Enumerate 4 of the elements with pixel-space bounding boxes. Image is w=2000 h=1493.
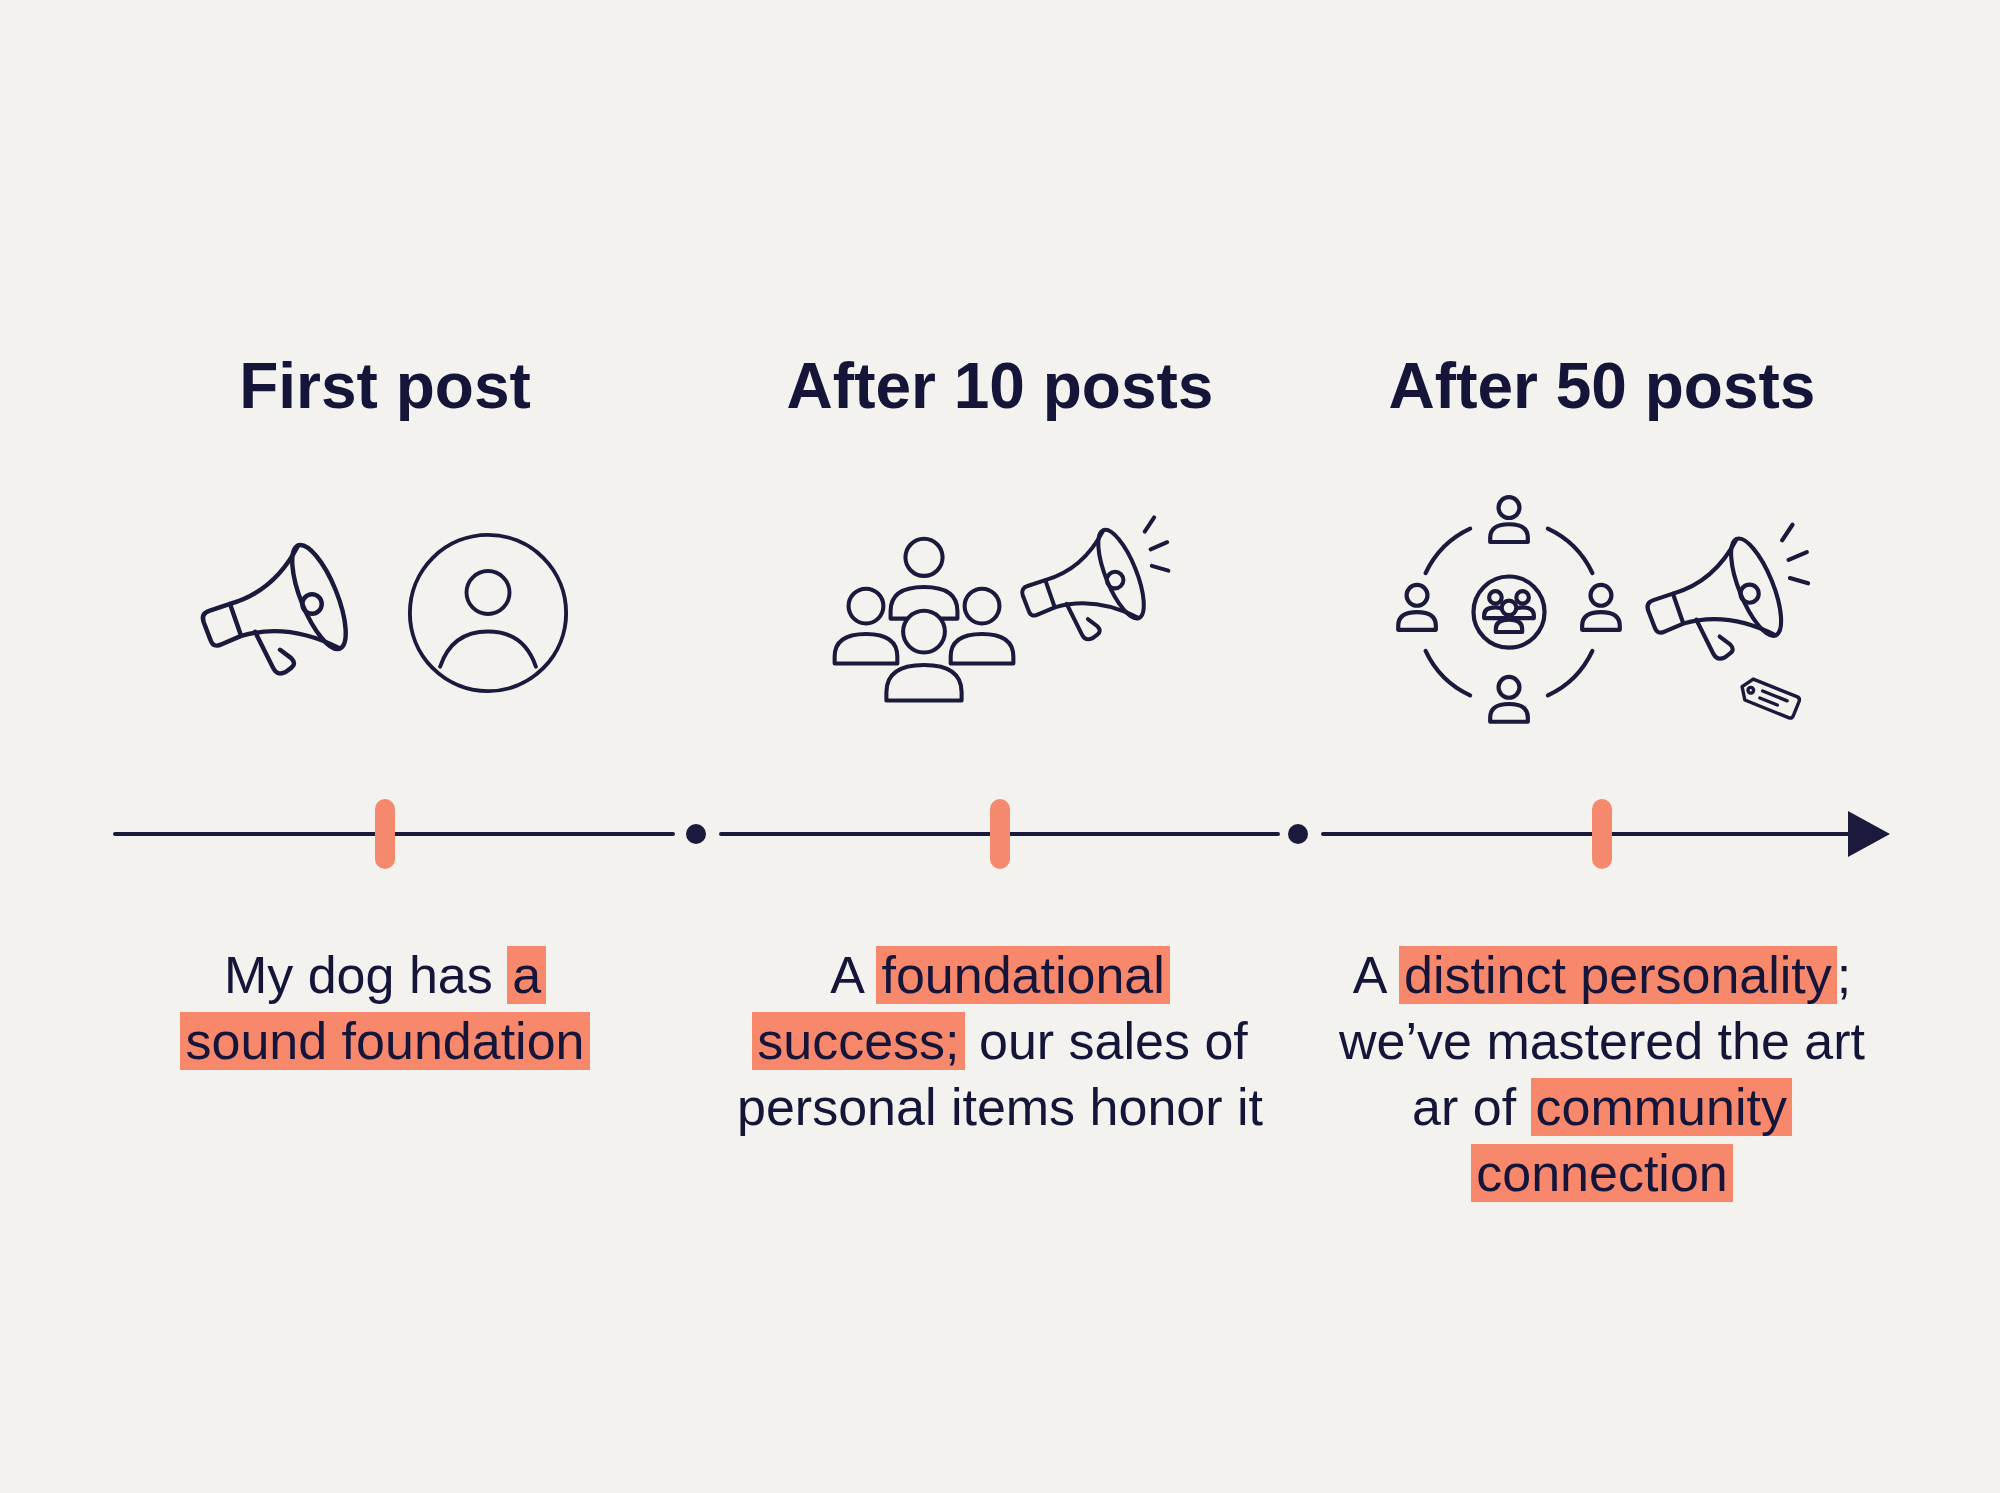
stage-heading: After 50 posts <box>1388 349 1816 424</box>
stage-description: A distinct personality; we’ve mastered the art ar of community connection <box>1338 945 1866 1204</box>
stage-heading: First post <box>239 349 531 424</box>
stage-heading: After 10 posts <box>786 349 1214 424</box>
